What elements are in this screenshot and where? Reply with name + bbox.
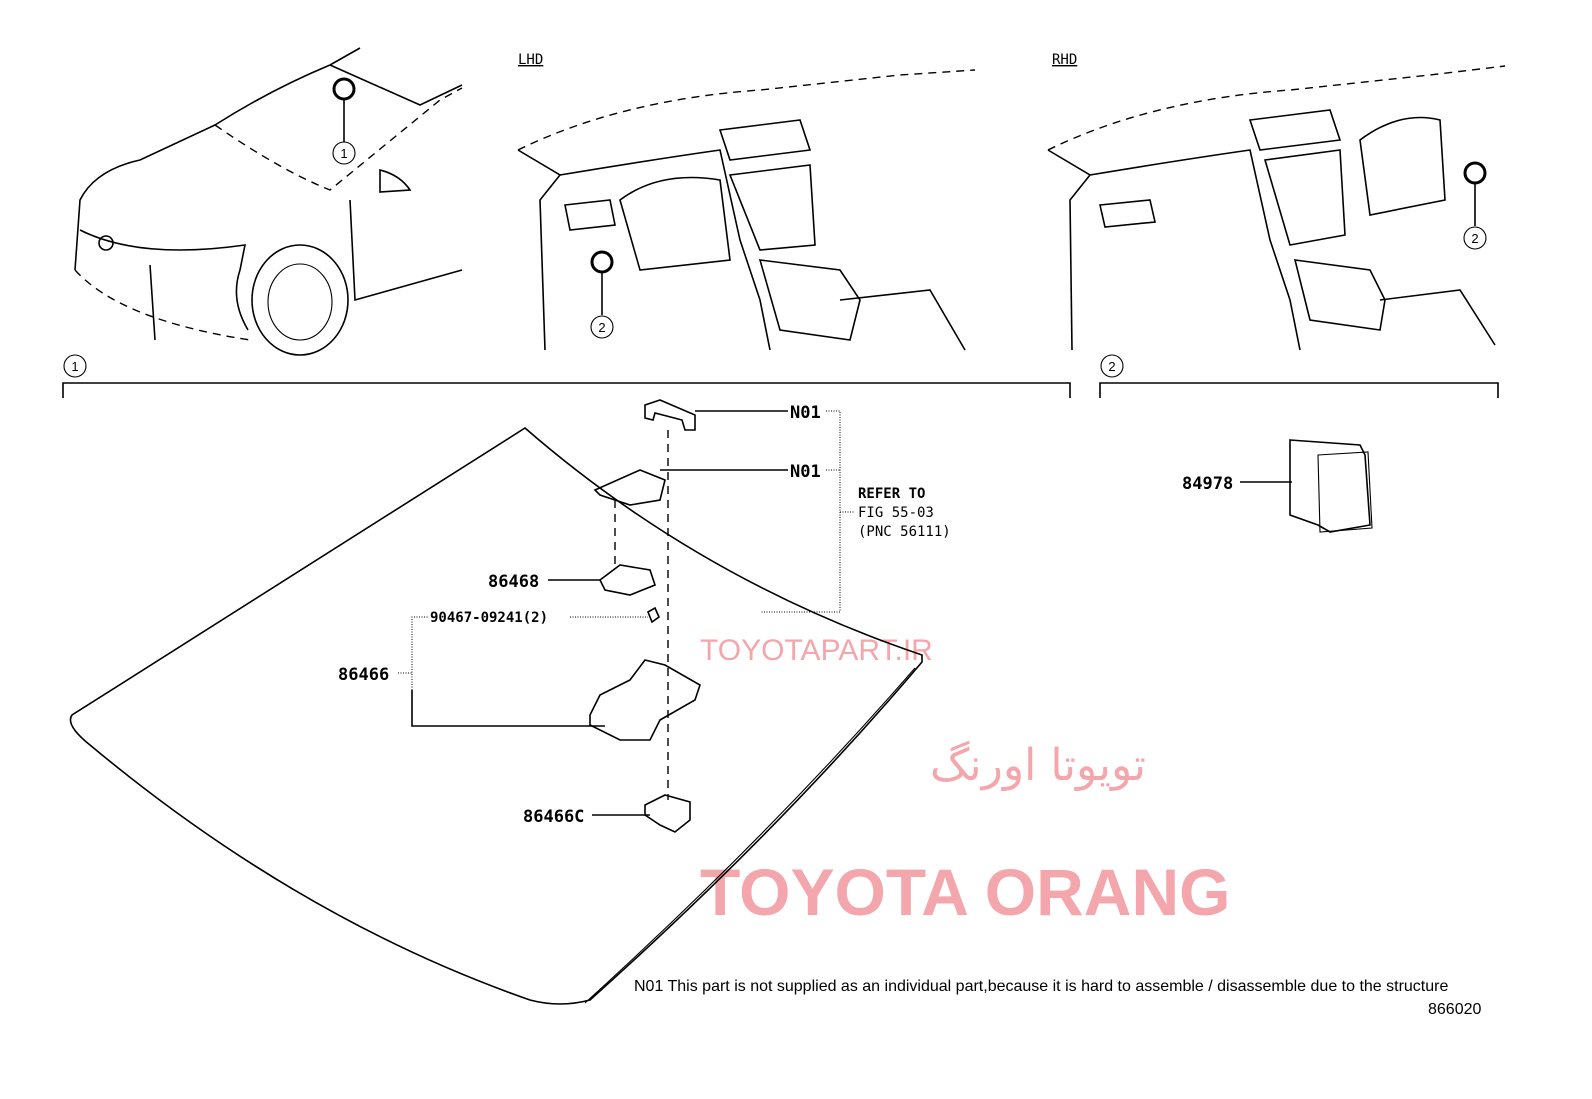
svg-text:2: 2 (1471, 231, 1478, 246)
watermark-site: TOYOTAPART.IR (700, 634, 933, 667)
watermark: TOYOTA ORANG تویوتا اورنگ TOYOTAPART.IR (700, 634, 1230, 929)
part-86466-shape (589, 659, 701, 741)
refer-pnc-label: (PNC 56111) (858, 524, 951, 540)
part-label-86466[interactable]: 86466 (338, 665, 389, 685)
svg-text:1: 1 (71, 359, 78, 374)
n01-bracket-part (593, 469, 666, 506)
part-label-n01-cover[interactable]: N01 (790, 403, 821, 423)
car-overview-illustration: 1 (74, 47, 463, 356)
n01-cover-part (644, 399, 696, 431)
figure-code: 866020 (1428, 1001, 1482, 1018)
part-86468-shape (598, 564, 656, 596)
svg-text:2: 2 (1108, 359, 1115, 374)
refer-fig-link[interactable]: FIG 55-03 (858, 505, 934, 521)
lhd-dashboard-illustration: LHD 2 (517, 52, 976, 351)
lhd-label: LHD (518, 52, 543, 68)
rhd-label: RHD (1052, 52, 1077, 68)
location-marker-2-rhd (1463, 161, 1487, 185)
location-marker-2-lhd (590, 250, 614, 274)
svg-text:2: 2 (598, 320, 605, 335)
parts-illustrations (589, 399, 1373, 833)
section-1-bracket: 1 (62, 354, 1071, 398)
section-2-bracket: 2 (1099, 354, 1499, 398)
watermark-brand: TOYOTA ORANG (700, 855, 1230, 929)
svg-text:1: 1 (340, 146, 347, 161)
part-label-86468[interactable]: 86468 (488, 572, 539, 592)
watermark-brand-fa: تویوتا اورنگ (930, 740, 1146, 791)
rhd-dashboard-illustration: RHD 2 (1047, 52, 1506, 351)
part-label-90467-09241[interactable]: 90467-09241(2) (430, 610, 548, 626)
part-86466c-shape (644, 794, 691, 833)
footer-note: N01 This part is not supplied as an indi… (634, 978, 1449, 995)
part-84978-switch-shape (1289, 439, 1371, 533)
part-label-84978[interactable]: 84978 (1182, 474, 1233, 494)
callout-circle-1 (332, 141, 356, 165)
part-label-n01-bracket[interactable]: N01 (790, 462, 821, 482)
part-labels: N01 N01 REFER TO FIG 55-03 (PNC 56111) 8… (338, 403, 1292, 827)
windshield-glass (69, 427, 923, 1005)
part-label-86466c[interactable]: 86466C (523, 807, 584, 827)
refer-to-label: REFER TO (858, 486, 925, 502)
part-90467-shape (646, 606, 660, 624)
location-marker-1 (332, 77, 356, 101)
